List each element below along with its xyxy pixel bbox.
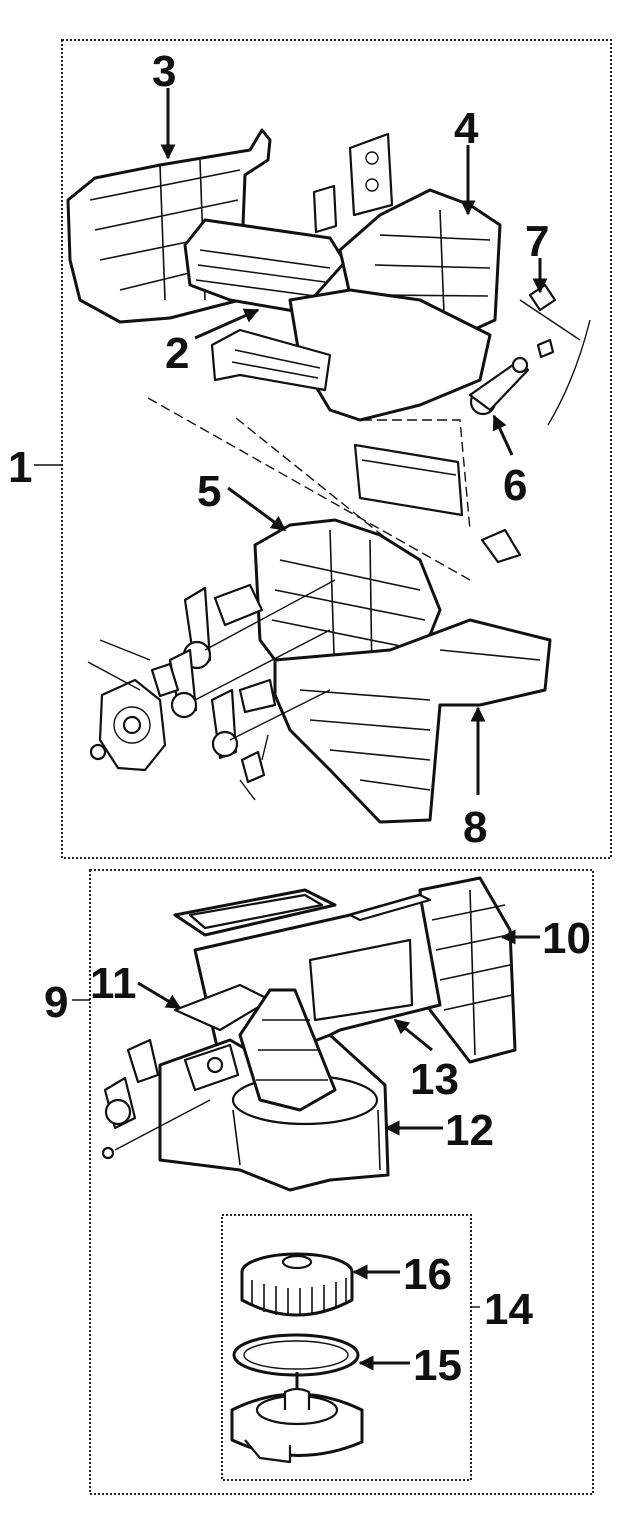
actuator-part-7 <box>519 283 591 426</box>
lower-connector <box>240 750 266 784</box>
callout-10: 10 <box>542 914 591 963</box>
callout-13: 13 <box>410 1055 459 1104</box>
callout-14: 14 <box>484 1285 533 1334</box>
filter-lid <box>173 888 337 937</box>
evaporator-core-part-2 <box>183 218 347 314</box>
filter-cartridge-part-10 <box>418 876 517 1064</box>
callout-8: 8 <box>463 803 487 852</box>
leader-lines <box>137 88 548 1371</box>
lower-assembly-frame <box>89 869 594 1495</box>
callout-15: 15 <box>413 1341 462 1390</box>
callout-5: 5 <box>197 467 221 516</box>
floor-duct-part-8 <box>273 618 552 824</box>
lower-wire <box>239 734 269 801</box>
callout-3: 3 <box>152 47 176 96</box>
callout-12: 12 <box>445 1106 494 1155</box>
filter-seal-parts <box>312 132 394 234</box>
left-actuators <box>150 583 277 760</box>
assembly-dashed-line-a <box>147 397 471 581</box>
blower-actuators <box>101 1038 240 1160</box>
assembly-dashed-line-b <box>235 417 399 549</box>
blower-motor-frame <box>221 1214 472 1481</box>
diagonal-rods <box>194 579 336 741</box>
actuator-part-6 <box>468 356 530 416</box>
assembly-dashed-line-c <box>362 419 471 531</box>
blower-wheel-part-16 <box>240 1252 354 1317</box>
callout-11: 11 <box>90 959 137 1008</box>
door-plate <box>353 443 464 517</box>
upper-assembly-frame <box>61 39 612 859</box>
clip-part <box>480 528 522 564</box>
callout-1: 1 <box>8 443 32 492</box>
left-motor-actuator <box>87 639 167 772</box>
callout-7: 7 <box>525 217 549 266</box>
callout-16: 16 <box>403 1250 452 1299</box>
callout-4: 4 <box>454 104 479 153</box>
blower-inlet-tower <box>238 988 337 1112</box>
callout-6: 6 <box>503 461 527 510</box>
callout-2: 2 <box>165 329 189 378</box>
blower-motor <box>230 1372 364 1464</box>
center-duct-body <box>210 288 492 422</box>
callout-9: 9 <box>44 978 68 1027</box>
gasket-part-15 <box>232 1333 360 1377</box>
